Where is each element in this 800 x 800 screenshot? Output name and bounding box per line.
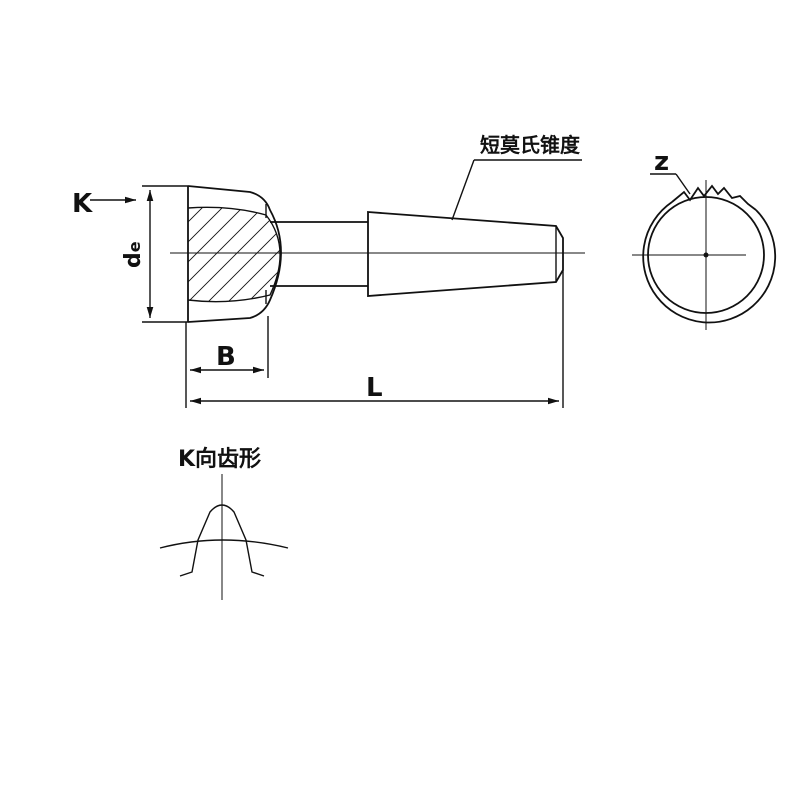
end-view-inner-circle — [647, 196, 765, 314]
k-view-indicator: K — [72, 189, 136, 219]
taper-note-text: 短莫氏锥度 — [480, 133, 581, 157]
end-view-outer-circle — [642, 201, 777, 324]
diameter-label: de — [121, 241, 146, 268]
taper-note: 短莫氏锥度 — [451, 133, 582, 221]
teeth-label: z — [654, 147, 669, 177]
neck-outline — [270, 221, 368, 287]
taper-shank-outline — [367, 211, 564, 297]
tooth-profile-pitch-arc — [159, 539, 289, 549]
tooth-profile-view: K向齿形 — [159, 446, 289, 600]
taper-leader — [451, 159, 475, 221]
end-view-center-point — [703, 252, 709, 258]
cutter-head-outline — [187, 185, 282, 323]
k-arrow-label: K — [72, 189, 93, 219]
end-view-teeth — [671, 184, 757, 211]
tooth-profile-outline — [179, 504, 265, 577]
length-label: L — [366, 373, 383, 403]
section-outline — [187, 206, 281, 303]
width-dimension: B — [185, 316, 269, 378]
diameter-dimension: de — [121, 185, 188, 323]
tooth-profile-title: K向齿形 — [178, 446, 261, 472]
section-hatching — [188, 207, 281, 302]
side-view — [170, 185, 585, 323]
length-dimension: L — [185, 270, 564, 408]
end-view: z — [632, 147, 777, 330]
width-label: B — [216, 342, 236, 372]
